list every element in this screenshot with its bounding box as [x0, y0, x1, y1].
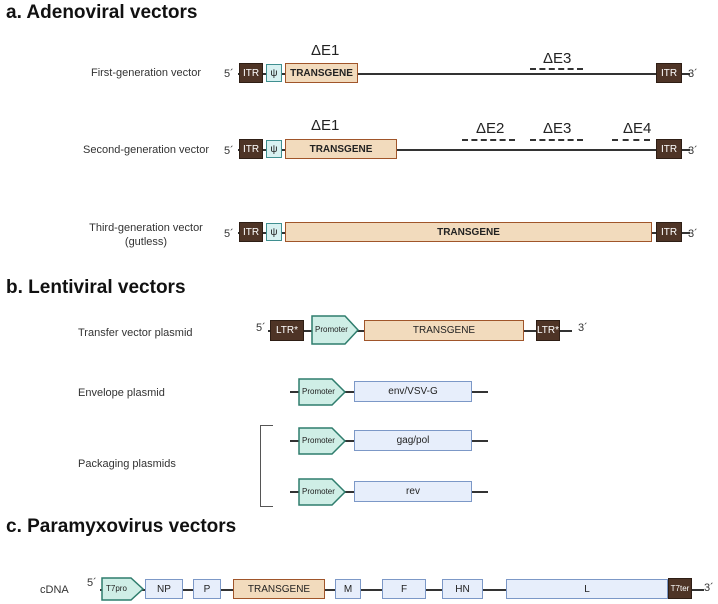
itr-box-left: ITR — [239, 63, 263, 83]
np-gene-box: NP — [145, 579, 183, 599]
t7-promoter-label: T7pro — [106, 584, 127, 593]
row-label-transfer-vector: Transfer vector plasmid — [78, 327, 193, 339]
five-prime-label: 5´ — [224, 68, 234, 80]
transgene-box: TRANSGENE — [233, 579, 325, 599]
l-gene-box: L — [506, 579, 668, 599]
delta-e3-label: ΔE3 — [543, 120, 572, 137]
section-title-adenoviral: a. Adenoviral vectors — [6, 2, 198, 23]
m-gene-box: M — [335, 579, 361, 599]
p-gene-box: P — [193, 579, 221, 599]
promoter-arrow — [298, 427, 347, 455]
transgene-box: TRANSGENE — [285, 139, 397, 159]
promoter-label: Promoter — [302, 387, 335, 396]
itr-box-right: ITR — [656, 63, 682, 83]
deletion-e3-dash — [530, 139, 583, 141]
delta-e4-label: ΔE4 — [623, 120, 652, 137]
ltr-box-left: LTR* — [270, 320, 304, 341]
itr-box-right: ITR — [656, 222, 682, 242]
three-prime-label: 3´ — [704, 582, 714, 594]
gag-pol-box: gag/pol — [354, 430, 472, 451]
hn-gene-box: HN — [442, 579, 483, 599]
section-title-lentiviral: b. Lentiviral vectors — [6, 277, 186, 298]
rev-box: rev — [354, 481, 472, 502]
three-prime-label: 3´ — [688, 68, 698, 80]
delta-e1-label: ΔE1 — [311, 117, 340, 134]
five-prime-label: 5´ — [224, 228, 234, 240]
five-prime-label: 5´ — [224, 145, 234, 157]
row-label-third-generation: Third-generation vector — [89, 222, 203, 234]
five-prime-label: 5´ — [87, 577, 97, 589]
itr-box-left: ITR — [239, 139, 263, 159]
promoter-arrow — [311, 315, 360, 345]
itr-box-right: ITR — [656, 139, 682, 159]
psi-box: ψ — [266, 223, 282, 241]
transgene-box: TRANSGENE — [364, 320, 524, 341]
promoter-label: Promoter — [302, 436, 335, 445]
promoter-label: Promoter — [302, 487, 335, 496]
promoter-arrow — [298, 378, 347, 406]
t7-terminator-box: T7ter — [668, 578, 692, 599]
promoter-arrow — [298, 478, 347, 506]
t7-promoter-arrow — [101, 577, 145, 601]
row-label-packaging: Packaging plasmids — [78, 458, 176, 470]
itr-box-left: ITR — [239, 222, 263, 242]
vector-backbone-line — [238, 149, 690, 151]
f-gene-box: F — [382, 579, 426, 599]
promoter-label: Promoter — [315, 325, 348, 334]
delta-e1-label: ΔE1 — [311, 42, 340, 59]
psi-box: ψ — [266, 64, 282, 82]
deletion-e2-dash — [462, 139, 515, 141]
section-title-paramyxovirus: c. Paramyxovirus vectors — [6, 516, 237, 537]
row-label-first-generation: First-generation vector — [90, 67, 202, 79]
three-prime-label: 3´ — [688, 228, 698, 240]
delta-e3-label: ΔE3 — [543, 50, 572, 67]
deletion-e3-dash — [530, 68, 583, 70]
three-prime-label: 3´ — [688, 145, 698, 157]
transgene-box: TRANSGENE — [285, 222, 652, 242]
five-prime-label: 5´ — [256, 322, 266, 334]
row-label-cdna: cDNA — [40, 584, 69, 596]
env-vsvg-box: env/VSV-G — [354, 381, 472, 402]
row-label-envelope: Envelope plasmid — [78, 387, 165, 399]
ltr-box-right: LTR* — [536, 320, 560, 341]
row-sublabel-gutless: (gutless) — [124, 236, 168, 248]
delta-e2-label: ΔE2 — [476, 120, 505, 137]
psi-box: ψ — [266, 140, 282, 158]
transgene-box: TRANSGENE — [285, 63, 358, 83]
vector-backbone-line — [238, 73, 690, 75]
deletion-e4-dash — [612, 139, 650, 141]
three-prime-label: 3´ — [578, 322, 588, 334]
row-label-second-generation: Second-generation vector — [83, 144, 209, 156]
packaging-bracket — [260, 425, 273, 507]
